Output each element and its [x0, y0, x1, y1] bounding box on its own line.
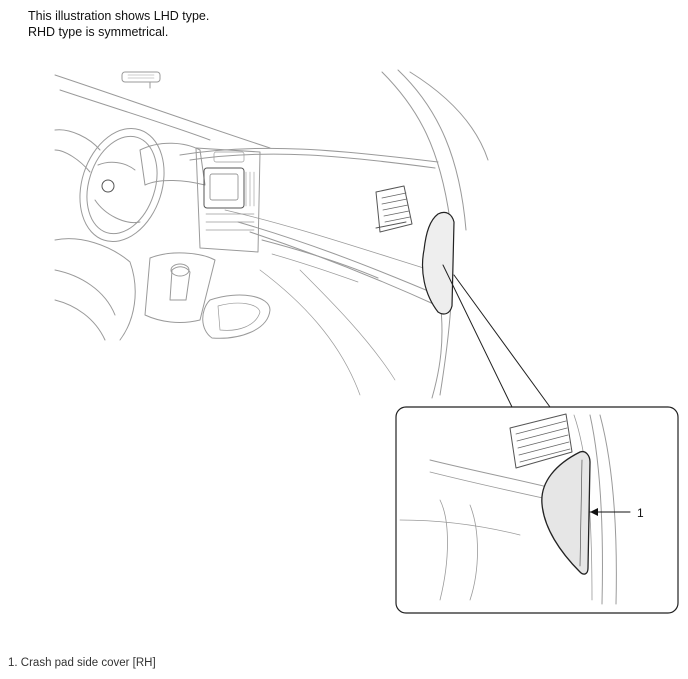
center-stack [195, 147, 261, 253]
callout-arrow [589, 508, 631, 516]
note-line-lhd: This illustration shows LHD type. [28, 9, 210, 23]
note-line-rhd: RHD type is symmetrical. [28, 25, 169, 39]
detail-frame [395, 406, 679, 614]
center-console [144, 252, 271, 339]
dashboard-overview [54, 69, 489, 399]
callout-number-1: 1 [637, 506, 644, 520]
illustration-note: This illustration shows LHD type. RHD ty… [28, 8, 209, 40]
zoom-leader-lines [442, 264, 551, 408]
legend-item-1: 1. Crash pad side cover [RH] [8, 657, 156, 669]
detail-view [395, 406, 679, 614]
steering-wheel [79, 127, 165, 243]
detail-air-vent [509, 413, 573, 469]
crash-pad-side-cover-main [421, 211, 455, 315]
crash-pad-side-cover-detail [541, 450, 591, 575]
right-air-vent [375, 185, 413, 233]
